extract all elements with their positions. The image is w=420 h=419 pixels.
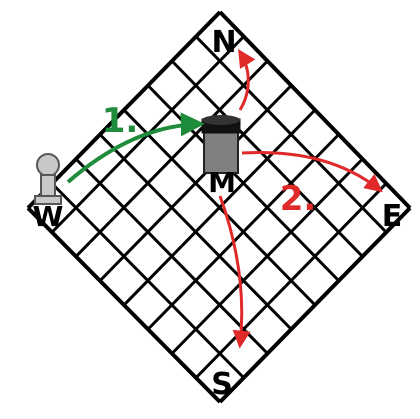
grid-line — [194, 35, 388, 234]
step1-label: 1. — [102, 101, 139, 141]
grid-line — [146, 84, 340, 282]
grid-line — [122, 108, 317, 307]
grid-line — [194, 182, 388, 379]
step1-arrow — [66, 112, 205, 184]
grid-line — [170, 157, 364, 355]
grid-line — [146, 133, 340, 331]
step2-arrow-south — [218, 195, 251, 349]
mover-label: M — [208, 166, 236, 199]
compass-west-label: W — [33, 200, 64, 233]
walker-pawn-icon — [34, 153, 62, 205]
mover-piece-icon — [201, 115, 241, 174]
grid-line — [218, 206, 412, 404]
grid-line — [170, 59, 364, 258]
diamond-grid-board — [26, 10, 412, 404]
compass-east-label: E — [382, 199, 403, 234]
step2-label: 2. — [280, 179, 317, 219]
compass-north-label: N — [211, 25, 236, 60]
compass-south-label: S — [211, 367, 233, 402]
step2-arrow-east — [241, 151, 383, 193]
step2-arrow-north — [238, 48, 256, 111]
